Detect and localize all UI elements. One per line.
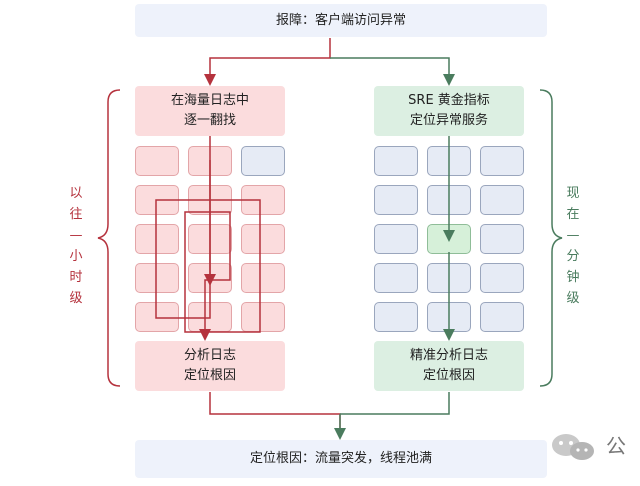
right-brace	[539, 89, 563, 387]
right-log-cell-5-1	[374, 302, 418, 332]
left-log-cell-1-1	[135, 146, 179, 176]
left-title-line-1: 在海量日志中	[170, 93, 249, 108]
incident-report-text: 报障：客户端访问异常	[275, 12, 406, 28]
right-result-line-2: 定位根因	[422, 368, 475, 383]
left-side-label: 以 往 — 小 时 级	[69, 186, 83, 306]
right-title-line-1: SRE 黄金指标	[408, 93, 490, 108]
root-cause-box: 定位根因：流量突发，线程池满	[135, 440, 547, 478]
incident-report-box: 报障：客户端访问异常	[135, 4, 547, 37]
right-log-cell-1-3	[480, 146, 524, 176]
left-result-line-1: 分析日志	[183, 348, 236, 363]
root-cause-text: 定位根因：流量突发，线程池满	[249, 451, 432, 466]
merge-right-path	[340, 392, 450, 415]
left-log-cell-5-3	[241, 302, 285, 332]
left-result-line-2: 定位根因	[183, 368, 236, 383]
right-side-label: 现 在 — 分 钟 级	[566, 186, 580, 306]
right-log-cell-4-1	[374, 263, 418, 293]
left-log-cell-1-3	[241, 146, 285, 176]
left-log-cell-3-3	[241, 224, 285, 254]
right-log-cell-4-3	[480, 263, 524, 293]
wechat-icon	[552, 434, 594, 460]
right-log-cell-3-1	[374, 224, 418, 254]
left-title-line-2: 逐一翻找	[183, 113, 236, 128]
left-brace	[97, 89, 121, 387]
right-result-line-1: 精准分析日志	[409, 348, 488, 363]
right-log-cell-5-3	[480, 302, 524, 332]
right-log-cell-2-3	[480, 185, 524, 215]
left-result-box: 分析日志 定位根因	[135, 341, 285, 391]
right-log-cell-2-1	[374, 185, 418, 215]
right-log-cell-1-1	[374, 146, 418, 176]
split-left-path	[204, 38, 331, 86]
right-log-cell-3-3	[480, 224, 524, 254]
merge-left-path	[209, 392, 341, 434]
left-log-cell-3-1	[135, 224, 179, 254]
left-log-cell-4-3	[241, 263, 285, 293]
left-log-cell-5-1	[135, 302, 179, 332]
left-log-cell-4-1	[135, 263, 179, 293]
right-result-box: 精准分析日志 定位根因	[374, 341, 524, 391]
split-right-path	[330, 57, 455, 86]
left-search-path	[155, 136, 261, 341]
logo-char: 公	[606, 434, 626, 458]
wechat-logo: 公	[546, 430, 636, 464]
right-title-line-2: 定位异常服务	[409, 113, 488, 128]
right-title-box: SRE 黄金指标 定位异常服务	[374, 86, 524, 136]
left-title-box: 在海量日志中 逐一翻找	[135, 86, 285, 136]
